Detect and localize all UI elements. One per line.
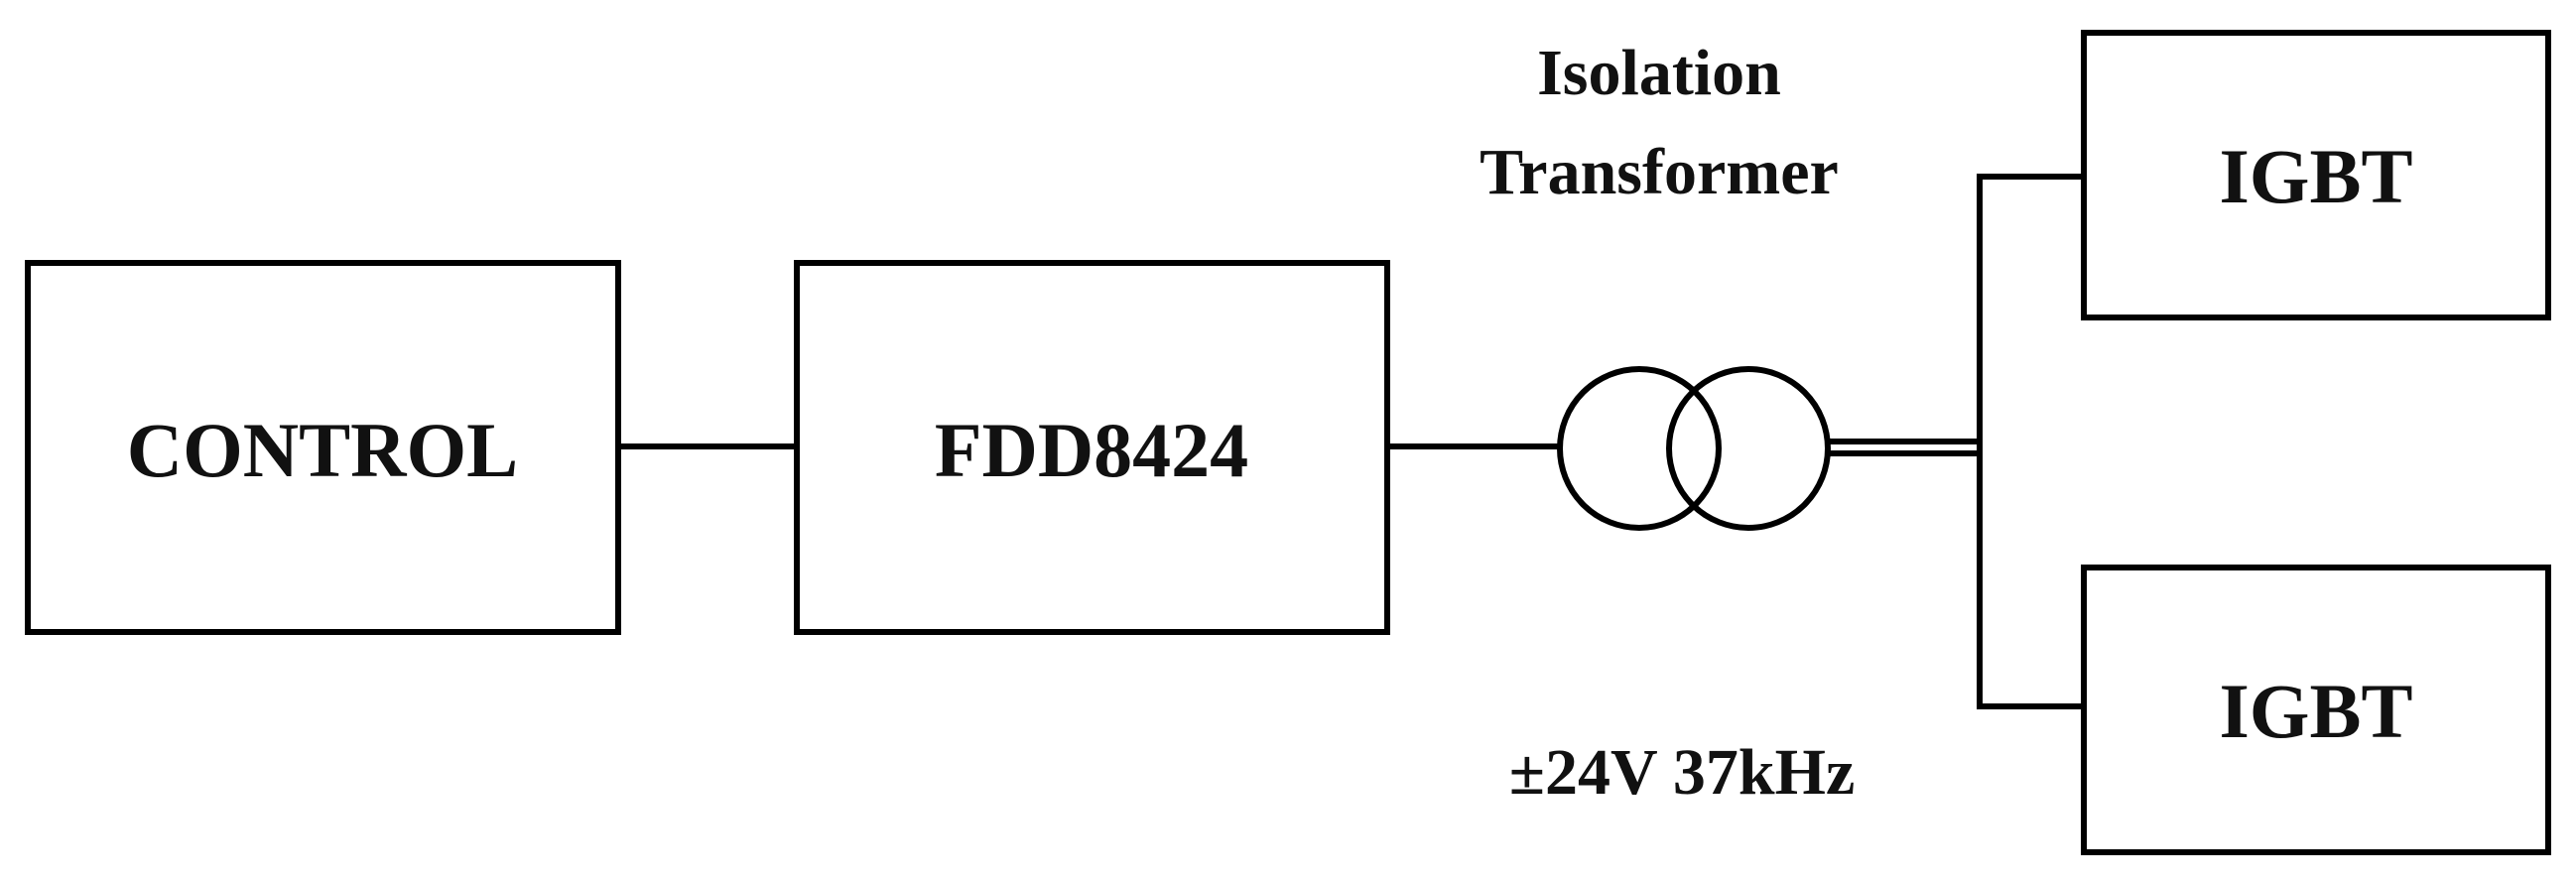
transformer-label-line2: Transformer (1480, 136, 1839, 208)
igbt-top-label: IGBT (2219, 133, 2412, 219)
secondary-coil (1666, 366, 1831, 531)
igbt-top-block: IGBT (2081, 30, 2551, 320)
control-block: CONTROL (25, 260, 621, 635)
driver-block: FDD8424 (794, 260, 1390, 635)
isolation-transformer-symbol (1557, 366, 1831, 531)
driver-label: FDD8424 (935, 407, 1248, 493)
control-label: CONTROL (127, 407, 518, 493)
transformer-label-line1: Isolation (1537, 37, 1781, 109)
primary-coil (1557, 366, 1722, 531)
igbt-bottom-label: IGBT (2219, 668, 2412, 754)
igbt-bottom-block: IGBT (2081, 565, 2551, 855)
signal-spec-label: ±24V 37kHz (1509, 736, 1856, 809)
